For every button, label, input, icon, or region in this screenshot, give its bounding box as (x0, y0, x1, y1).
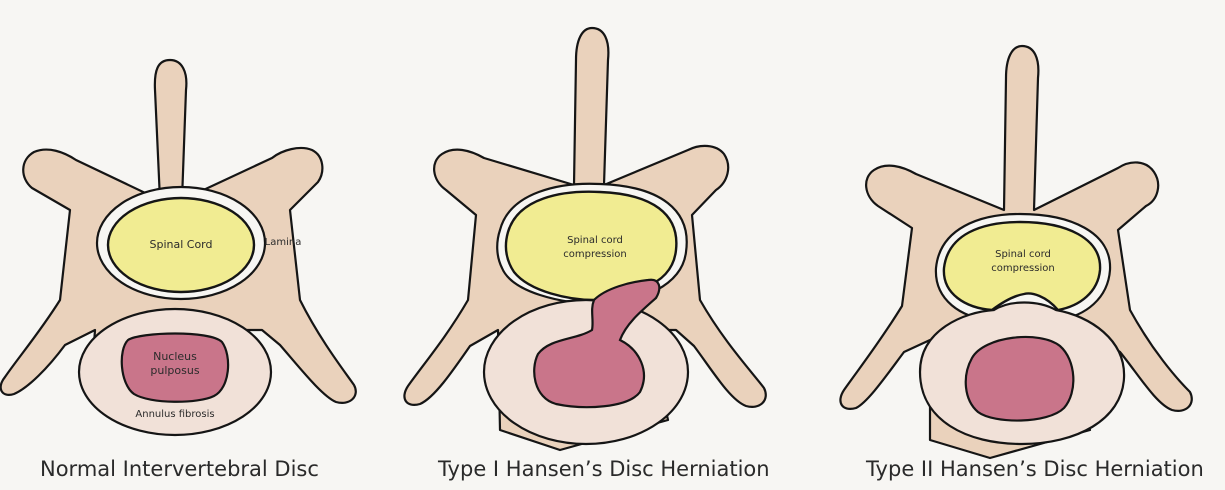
nucleus-label-line1: Nucleus (153, 350, 197, 363)
caption-normal: Normal Intervertebral Disc (40, 457, 319, 481)
nucleus-label-line2: pulposus (150, 364, 200, 377)
cord-label-line2: compression (563, 249, 627, 260)
protruding-nucleus-pulposus (964, 335, 1075, 422)
cord-label-line1: Spinal cord (567, 235, 623, 246)
panel-type1-herniation (403, 26, 767, 452)
panel-type2-herniation (839, 44, 1193, 460)
lamina-label: Lamina (264, 237, 302, 248)
panel-normal-disc (0, 58, 357, 437)
cord-label-line2: compression (991, 263, 1055, 274)
nucleus-pulposus (120, 332, 230, 403)
caption-type2: Type II Hansen’s Disc Herniation (866, 457, 1204, 481)
spinal-cord-label: Spinal Cord (149, 238, 213, 251)
spinal-cord (106, 196, 256, 294)
annulus-label: Annulus fibrosis (135, 409, 215, 420)
caption-type1: Type I Hansen’s Disc Herniation (438, 457, 770, 481)
cord-label-line1: Spinal cord (995, 249, 1051, 260)
herniated-nucleus-pulposus (533, 278, 661, 409)
